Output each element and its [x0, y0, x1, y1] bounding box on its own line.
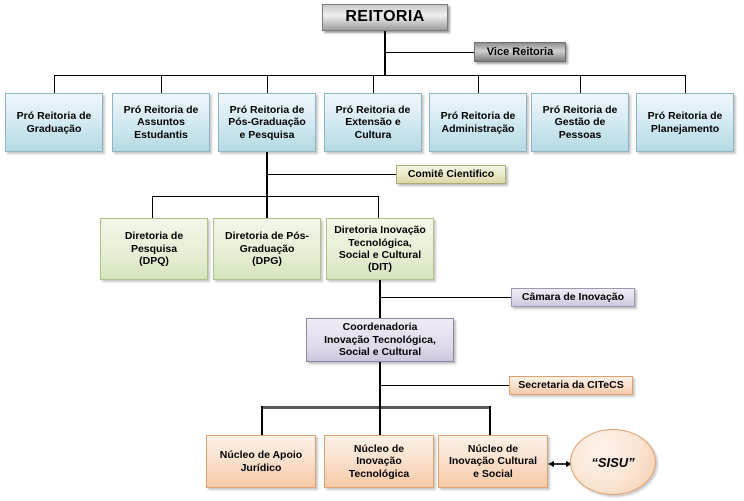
connector-drop-nucleo-2: [379, 406, 381, 440]
node-secretaria-citecs[interactable]: Secretaria da CITeCS: [509, 376, 633, 395]
node-sisu[interactable]: “SISU”: [570, 429, 656, 495]
node-reitoria[interactable]: REITORIA: [322, 4, 448, 31]
connector-drop-nucleo-3: [489, 406, 491, 440]
connector-reitoria-stem: [384, 31, 386, 76]
node-pro-reitoria-administracao[interactable]: Pró Reitoria de Administração: [429, 93, 527, 152]
connector-drop-diretoria-2: [266, 196, 267, 218]
node-pro-reitoria-assuntos-estudantis[interactable]: Pró Reitoria de Assuntos Estudantis: [112, 93, 210, 152]
connector-drop-nucleo-1: [261, 406, 263, 440]
node-nucleo-apoio-juridico[interactable]: Núcleo de Apoio Jurídico: [206, 435, 316, 488]
connector-bus-diretorias: [152, 196, 379, 197]
connector-bus-pro-reitorias: [54, 75, 686, 76]
node-vice-reitoria[interactable]: Vice Reitoria: [474, 42, 566, 62]
node-diretoria-pos-graduacao[interactable]: Diretoria de Pós- Graduação (DPG): [213, 218, 321, 280]
node-coordenadoria-inovacao[interactable]: Coordenadoria Inovação Tecnológica, Soci…: [306, 318, 454, 362]
connector-drop-pro-2: [161, 75, 162, 93]
connector-drop-pro-5: [478, 75, 479, 93]
connector-drop-pro-4: [373, 75, 374, 93]
node-pro-reitoria-extensao-cultura[interactable]: Pró Reitoria de Extensão e Cultura: [324, 93, 422, 152]
node-nucleo-inovacao-tecnologica[interactable]: Núcleo de Inovação Tecnológica: [324, 435, 434, 488]
connector-drop-pro-7: [685, 75, 686, 93]
connector-drop-pro-6: [580, 75, 581, 93]
node-pro-reitoria-planejamento[interactable]: Pró Reitoria de Planejamento: [636, 93, 734, 152]
connector-posgrad-stem: [266, 152, 268, 218]
double-arrow-icon: [548, 456, 572, 467]
node-diretoria-pesquisa[interactable]: Diretoria de Pesquisa (DPQ): [100, 218, 208, 280]
connector-comite-cientifico: [266, 174, 396, 175]
node-pro-reitoria-gestao-pessoas[interactable]: Pró Reitoria de Gestão de Pessoas: [531, 93, 629, 152]
node-nucleo-inovacao-cultural-social[interactable]: Núcleo de Inovação Cultural e Social: [438, 435, 548, 488]
node-comite-cientifico[interactable]: Comitê Cientifico: [396, 165, 506, 184]
node-diretoria-inovacao-tecnologica[interactable]: Diretoria Inovação Tecnológica, Social e…: [326, 218, 434, 280]
node-camara-inovacao[interactable]: Câmara de Inovação: [511, 288, 635, 307]
connector-dit-stem: [379, 280, 381, 318]
connector-drop-pro-3: [267, 75, 268, 93]
connector-secretaria-citecs: [379, 385, 509, 386]
connector-camara-inovacao: [379, 297, 511, 298]
node-pro-reitoria-graduacao[interactable]: Pró Reitoria de Graduação: [5, 93, 103, 152]
connector-drop-diretoria-1: [152, 196, 153, 218]
connector-vice-reitoria: [384, 52, 474, 53]
node-pro-reitoria-pos-graduacao-pesquisa[interactable]: Pró Reitoria de Pós-Graduação e Pesquisa: [218, 93, 316, 152]
connector-drop-diretoria-3: [378, 196, 379, 218]
connector-bus-nucleos: [261, 406, 491, 409]
connector-coordenadoria-stem: [379, 362, 381, 440]
connector-drop-pro-1: [54, 75, 55, 93]
